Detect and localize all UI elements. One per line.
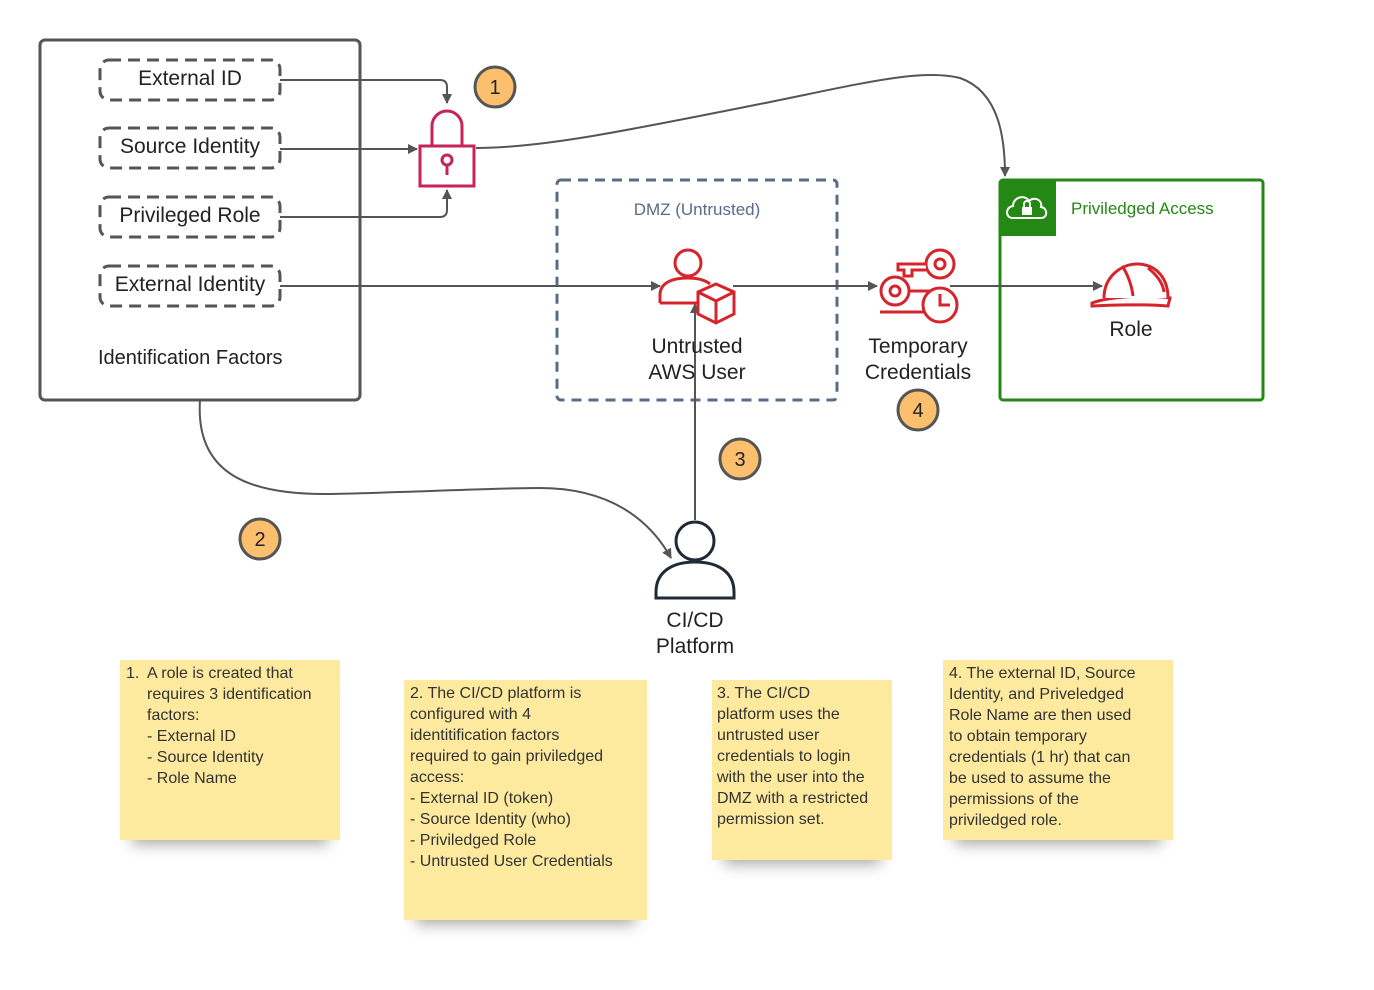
step-badge-1: 1 bbox=[473, 65, 517, 109]
step-badge-3: 3 bbox=[718, 437, 762, 481]
note-2-line: identitification factors bbox=[410, 727, 560, 744]
role-label: Role bbox=[1109, 318, 1152, 341]
padlock-icon[interactable] bbox=[418, 109, 476, 188]
note-1-line: - Role Name bbox=[147, 770, 237, 787]
identification-factors-panel: External ID Source Identity Privileged R… bbox=[38, 38, 362, 402]
step-badge-2: 2 bbox=[238, 517, 282, 561]
cicd-platform-user-icon[interactable] bbox=[654, 520, 736, 600]
note-1-line: A role is created that bbox=[147, 665, 293, 682]
sticky-note-3: 3. The CI/CD platform uses the untrusted… bbox=[712, 680, 892, 860]
connector-privileged-role-to-lock bbox=[280, 189, 452, 218]
factor-external-id[interactable]: External ID bbox=[98, 58, 282, 102]
factor-privileged-role-label: Privileged Role bbox=[119, 204, 260, 227]
step-badge-4: 4 bbox=[896, 388, 940, 432]
privileged-access-group: Priviledged Access bbox=[998, 178, 1265, 402]
sticky-note-1: 1. A role is created that requires 3 ide… bbox=[120, 660, 340, 840]
note-1-number: 1. bbox=[126, 665, 140, 682]
factor-external-identity[interactable]: External Identity bbox=[98, 264, 282, 308]
note-4-line: 4. The external ID, Source bbox=[949, 665, 1136, 682]
note-2-line: 2. The CI/CD platform is bbox=[410, 685, 582, 702]
dmz-title: DMZ (Untrusted) bbox=[634, 200, 761, 219]
note-4-line: be used to assume the bbox=[949, 770, 1111, 787]
note-1-line: - Source Identity bbox=[147, 749, 264, 766]
cloud-lock-icon bbox=[1006, 196, 1048, 219]
note-4-line: priviledged role. bbox=[949, 812, 1062, 829]
connector-lock-to-role bbox=[475, 73, 1010, 177]
note-2-line: - External ID (token) bbox=[410, 790, 554, 807]
factor-source-identity[interactable]: Source Identity bbox=[98, 126, 282, 170]
factor-external-identity-label: External Identity bbox=[115, 273, 266, 296]
note-1-line: - External ID bbox=[147, 728, 236, 745]
note-4-line: Role Name are then used bbox=[949, 707, 1132, 724]
note-2-line: access: bbox=[410, 769, 465, 786]
note-1-line: factors: bbox=[147, 707, 200, 724]
role-hard-hat-icon[interactable] bbox=[1090, 262, 1172, 308]
identification-factors-title: Identification Factors bbox=[98, 347, 283, 369]
note-3-line: 3. The CI/CD bbox=[717, 685, 811, 702]
note-3-line: credentials to login bbox=[717, 748, 851, 765]
note-2-line: - Source Identity (who) bbox=[410, 811, 571, 828]
factor-privileged-role[interactable]: Privileged Role bbox=[98, 195, 282, 239]
connectors bbox=[198, 73, 1103, 559]
untrusted-user-label-line2: AWS User bbox=[648, 361, 745, 384]
sticky-note-2: 2. The CI/CD platform is configured with… bbox=[404, 680, 647, 920]
connector-factors-to-cicd bbox=[198, 399, 672, 559]
temporary-credentials-icon[interactable] bbox=[879, 248, 959, 324]
note-4-line: permissions of the bbox=[949, 791, 1079, 808]
untrusted-aws-user-icon[interactable] bbox=[658, 248, 736, 325]
step-badge-3-label: 3 bbox=[734, 449, 745, 471]
sticky-note-4: 4. The external ID, Source Identity, and… bbox=[943, 660, 1173, 840]
note-3-line: DMZ with a restricted bbox=[717, 790, 869, 807]
privileged-access-title: Priviledged Access bbox=[1071, 199, 1214, 218]
temporary-credentials-label-line2: Credentials bbox=[865, 361, 971, 384]
untrusted-user-label-line1: Untrusted bbox=[651, 335, 742, 358]
cicd-label-line1: CI/CD bbox=[666, 609, 723, 632]
connector-external-id-to-lock bbox=[280, 79, 452, 104]
note-2-line: configured with 4 bbox=[410, 706, 531, 723]
temporary-credentials-label-line1: Temporary bbox=[868, 335, 968, 358]
note-3-line: with the user into the bbox=[717, 769, 865, 786]
dmz-group: DMZ (Untrusted) bbox=[555, 178, 839, 402]
note-3-line: untrusted user bbox=[717, 727, 820, 744]
note-3-line: platform uses the bbox=[717, 706, 840, 723]
factor-external-id-label: External ID bbox=[138, 67, 242, 90]
note-4-line: Identity, and Priveledged bbox=[949, 686, 1124, 703]
note-3-line: permission set. bbox=[717, 811, 825, 828]
cicd-label-line2: Platform bbox=[656, 635, 734, 658]
step-badge-4-label: 4 bbox=[912, 400, 923, 422]
note-1-line: requires 3 identification bbox=[147, 686, 312, 703]
note-2-line: - Untrusted User Credentials bbox=[410, 853, 613, 870]
note-4-line: to obtain temporary bbox=[949, 728, 1087, 745]
note-2-line: required to gain priviledged bbox=[410, 748, 604, 765]
factor-source-identity-label: Source Identity bbox=[120, 135, 261, 158]
note-2-line: - Priviledged Role bbox=[410, 832, 537, 849]
step-badge-1-label: 1 bbox=[489, 77, 500, 99]
note-4-line: credentials (1 hr) that can bbox=[949, 749, 1131, 766]
step-badge-2-label: 2 bbox=[254, 529, 265, 551]
